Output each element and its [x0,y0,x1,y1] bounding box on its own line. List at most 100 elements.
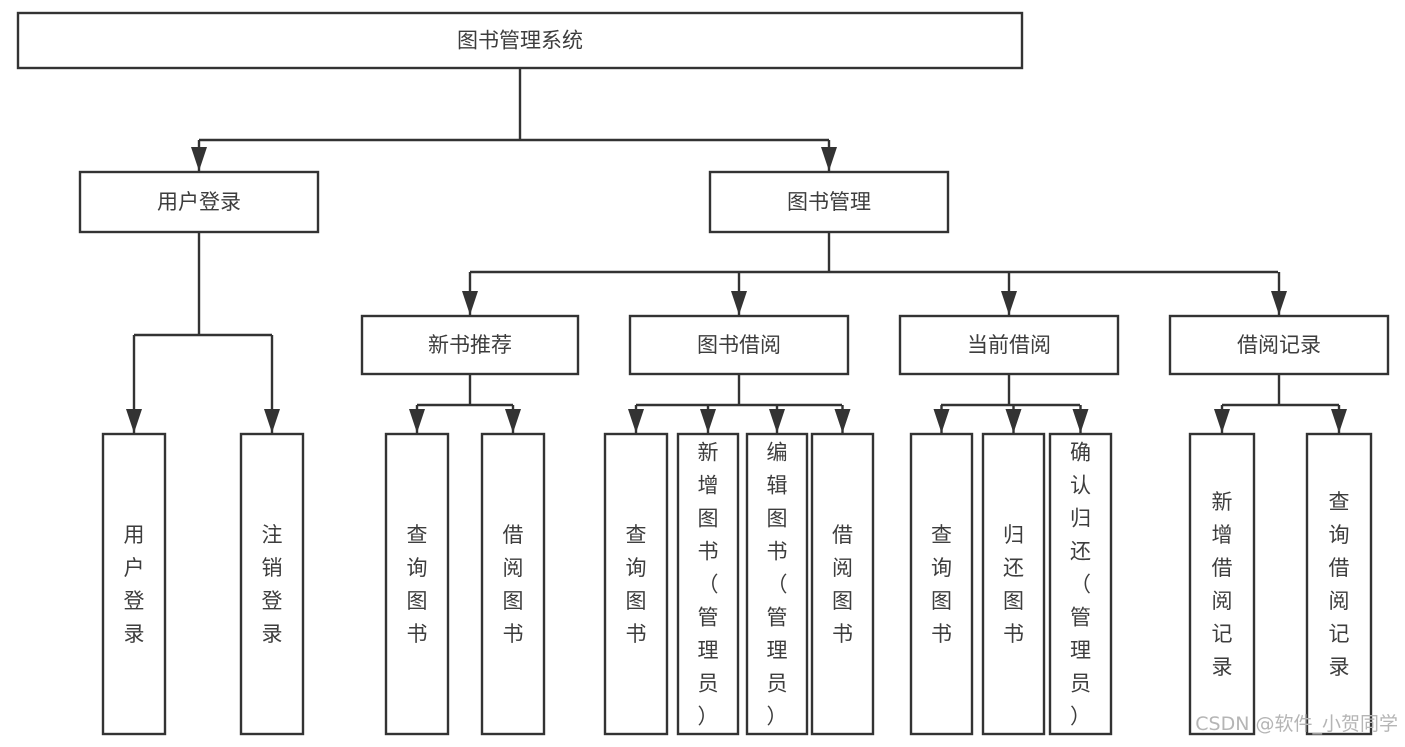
node-book-borrow[interactable]: 图书借阅 [628,314,850,376]
node-box-book-borrow[interactable] [628,314,850,376]
arrow-head-icon [191,147,207,171]
arrow-head-icon [1072,409,1089,433]
node-borrow-record[interactable]: 借阅记录 [1168,314,1390,376]
edge-user-login-to-leaf-user-login [126,335,142,433]
node-label-leaf-add-book: 新增图书（管理员） [698,440,719,728]
node-box-leaf-logout[interactable] [239,432,305,736]
node-leaf-borrow-book-1[interactable]: 借阅图书 [480,432,546,736]
node-leaf-query-record[interactable]: 查询借阅记录 [1305,432,1373,736]
node-leaf-edit-book[interactable]: 编辑图书（管理员） [745,432,809,736]
node-label-leaf-borrow-book-2: 借阅图书 [832,523,853,646]
node-label-leaf-query-record: 查询借阅记录 [1329,490,1350,679]
connector-layer [126,68,1347,433]
node-label-leaf-query-book-1: 查询图书 [407,523,428,646]
node-box-leaf-borrow-book-2[interactable] [810,432,875,736]
node-leaf-add-record[interactable]: 新增借阅记录 [1188,432,1256,736]
connector-group-bus-user-login [134,232,272,337]
node-box-leaf-return-book[interactable] [981,432,1046,736]
arrow-head-icon [834,409,851,433]
edge-book-manage-to-new-book-rec [462,272,478,315]
node-box-borrow-record[interactable] [1168,314,1390,376]
node-box-new-book-rec[interactable] [360,314,580,376]
node-box-leaf-borrow-book-1[interactable] [480,432,546,736]
node-current-borrow[interactable]: 当前借阅 [898,314,1120,376]
edge-book-borrow-to-leaf-query-book-2 [628,405,644,433]
arrow-head-icon [1271,291,1287,315]
node-label-leaf-edit-book: 编辑图书（管理员） [767,440,788,728]
node-label-new-book-rec: 新书推荐 [428,333,512,357]
edge-borrow-record-to-leaf-query-record [1331,405,1347,433]
node-leaf-query-book-2[interactable]: 查询图书 [603,432,669,736]
connector-group-bus-current-borrow [941,374,1080,407]
node-label-leaf-query-book-3: 查询图书 [931,523,952,646]
node-box-leaf-add-record[interactable] [1188,432,1256,736]
edge-book-borrow-to-leaf-borrow-book-2 [834,405,851,433]
arrow-head-icon [126,409,142,433]
node-leaf-add-book[interactable]: 新增图书（管理员） [676,432,740,736]
edge-book-manage-to-borrow-record [1271,272,1287,315]
node-box-leaf-query-book-2[interactable] [603,432,669,736]
node-label-leaf-user-login: 用户登录 [124,523,145,646]
arrow-head-icon [462,291,478,315]
node-box-leaf-confirm-return[interactable] [1048,432,1113,736]
node-label-leaf-borrow-book-1: 借阅图书 [503,523,524,646]
node-box-leaf-query-book-1[interactable] [384,432,450,736]
node-leaf-return-book[interactable]: 归还图书 [981,432,1046,736]
node-box-leaf-edit-book[interactable] [745,432,809,736]
node-box-leaf-query-book-3[interactable] [909,432,974,736]
connector-group-bus-root [199,68,829,142]
node-user-login[interactable]: 用户登录 [78,170,320,234]
node-new-book-rec[interactable]: 新书推荐 [360,314,580,376]
node-label-book-borrow: 图书借阅 [697,333,781,357]
edge-current-borrow-to-leaf-return-book [1005,405,1022,433]
node-leaf-query-book-1[interactable]: 查询图书 [384,432,450,736]
node-layer: 图书管理系统用户登录图书管理新书推荐图书借阅当前借阅借阅记录用户登录注销登录查询… [16,11,1390,736]
edge-book-borrow-to-leaf-add-book [700,405,716,433]
edge-user-login-to-leaf-logout [264,335,280,433]
node-box-current-borrow[interactable] [898,314,1120,376]
node-label-leaf-confirm-return: 确认归还（管理员） [1070,440,1091,728]
node-root[interactable]: 图书管理系统 [16,11,1024,70]
node-box-leaf-user-login[interactable] [101,432,167,736]
node-leaf-confirm-return[interactable]: 确认归还（管理员） [1048,432,1113,736]
arrow-head-icon [769,409,785,433]
node-label-leaf-return-book: 归还图书 [1003,523,1024,646]
edge-book-manage-to-book-borrow [731,272,747,315]
node-label-leaf-add-record: 新增借阅记录 [1212,490,1233,679]
node-box-root[interactable] [16,11,1024,70]
node-book-manage[interactable]: 图书管理 [708,170,950,234]
node-label-leaf-query-book-2: 查询图书 [626,523,647,646]
arrow-head-icon [1331,409,1347,433]
edge-borrow-record-to-leaf-add-record [1214,405,1230,433]
arrow-head-icon [409,409,425,433]
connector-group-bus-book-borrow [636,374,842,407]
arrow-head-icon [700,409,716,433]
arrow-head-icon [821,147,837,171]
arrow-head-icon [1214,409,1230,433]
node-box-user-login[interactable] [78,170,320,234]
edge-current-borrow-to-leaf-query-book-3 [933,405,950,433]
node-label-borrow-record: 借阅记录 [1237,333,1321,357]
node-leaf-logout[interactable]: 注销登录 [239,432,305,736]
node-label-leaf-logout: 注销登录 [262,523,283,646]
node-label-root: 图书管理系统 [457,29,583,53]
connector-group-bus-borrow-record [1222,374,1339,407]
edge-new-book-rec-to-leaf-borrow-book-1 [505,405,521,433]
arrow-head-icon [731,291,747,315]
node-label-current-borrow: 当前借阅 [967,333,1051,357]
node-label-user-login: 用户登录 [157,190,241,214]
edge-new-book-rec-to-leaf-query-book-1 [409,405,425,433]
node-box-leaf-add-book[interactable] [676,432,740,736]
node-box-leaf-query-record[interactable] [1305,432,1373,736]
edge-current-borrow-to-leaf-confirm-return [1072,405,1089,433]
node-leaf-query-book-3[interactable]: 查询图书 [909,432,974,736]
node-leaf-user-login[interactable]: 用户登录 [101,432,167,736]
node-box-book-manage[interactable] [708,170,950,234]
csdn-watermark: CSDN @软件_小贺同学 [1195,713,1398,735]
arrow-head-icon [1001,291,1017,315]
node-leaf-borrow-book-2[interactable]: 借阅图书 [810,432,875,736]
edge-root-to-user-login [191,140,207,171]
connector-group-bus-new-book-rec [417,374,513,407]
edge-root-to-book-manage [821,140,837,171]
